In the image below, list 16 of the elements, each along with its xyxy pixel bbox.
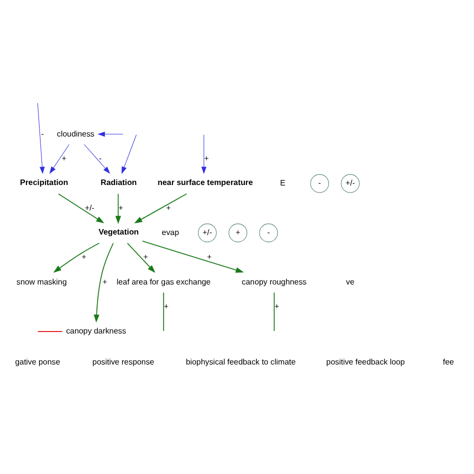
arrow	[114, 192, 121, 224]
connector	[36, 330, 62, 332]
arrow	[126, 242, 155, 272]
connector	[162, 292, 164, 331]
arrow	[97, 131, 123, 136]
arrow	[200, 134, 206, 174]
connector	[273, 292, 274, 331]
arrow	[84, 144, 110, 174]
arrow	[36, 102, 44, 174]
arrow	[134, 192, 186, 223]
arrow	[93, 242, 114, 322]
arrow	[121, 134, 136, 174]
arrow	[58, 192, 104, 223]
arrow	[52, 242, 100, 272]
arrow	[48, 144, 69, 174]
arrow	[142, 240, 244, 272]
